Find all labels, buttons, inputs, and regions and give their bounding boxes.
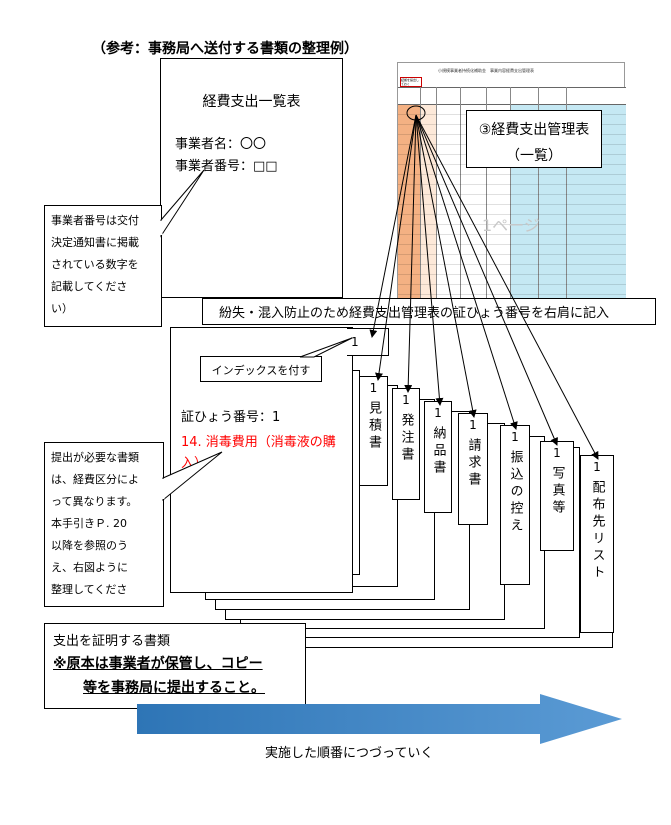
- document-tab-order: 1 発注書: [392, 388, 420, 500]
- callout-line: 記載してくださ: [51, 280, 128, 293]
- tab-label: 写真等: [549, 466, 565, 517]
- proof-line-1: 支出を証明する書類: [53, 634, 171, 649]
- arrow-to-front-doc: [369, 114, 417, 338]
- sheet-header-row: [398, 87, 626, 105]
- page-watermark: 1ページ: [482, 216, 540, 235]
- arrow-to-invoice: [415, 114, 477, 418]
- order-direction-arrow: [137, 694, 622, 744]
- tab-number: 1: [511, 430, 519, 444]
- banner-note: 紛失・混入防止のため経費支出管理表の証ひょう番号を右肩に記入: [202, 298, 656, 325]
- callout-line: 整理してくださ: [51, 583, 128, 596]
- document-tab-distribution-list: 1 配布先リスト: [580, 455, 614, 633]
- callout-pointer-operator: [160, 169, 205, 238]
- callout-line: え、右図ように: [51, 561, 128, 574]
- arrow-to-estimate: [375, 114, 417, 381]
- operator-number: 事業者番号：□□: [175, 159, 278, 174]
- arrow-to-distribution: [415, 114, 599, 460]
- banner-note-text: 紛失・混入防止のため経費支出管理表の証ひょう番号を右肩に記入: [219, 305, 610, 320]
- arrow-to-delivery: [415, 114, 444, 406]
- tab-number: 1: [402, 393, 410, 407]
- callout-line: は、経費区分によ: [51, 473, 139, 486]
- tab-number: 1: [434, 406, 442, 420]
- index-note-pointer: [299, 337, 353, 358]
- callout-line: 提出が必要な書類: [51, 451, 139, 464]
- callout-operator-number: 事業者番号は交付 決定通知書に掲載 されている数字を 記載してくださ い）: [44, 205, 162, 327]
- callout-line: って異なります。: [51, 495, 138, 508]
- sheet-small-note: 証拠を提出しておく: [400, 77, 422, 87]
- front-tab-number: 1: [351, 335, 359, 349]
- arrow-to-transfer: [415, 114, 518, 430]
- tab-label: 発注書: [398, 413, 414, 464]
- document-tab-transfer-receipt: 1 振込の控え: [500, 425, 530, 585]
- callout-line: 本手引きＰ. 20: [51, 517, 127, 530]
- arrow-to-photos: [415, 114, 558, 446]
- management-table-label-line2: （一覧）: [506, 148, 562, 164]
- index-note: インデックスを付す: [200, 356, 322, 382]
- index-note-text: インデックスを付す: [211, 365, 311, 377]
- callout-pointer-required: [162, 451, 223, 502]
- page-title: （参考：事務局へ送付する書類の整理例）: [92, 41, 358, 57]
- expense-summary-sheet: 経費支出一覧表 事業者名：〇〇 事業者番号：□□: [160, 58, 343, 298]
- evidence-number: 証ひょう番号：1: [181, 410, 281, 425]
- proof-line-2: ※原本は事業者が保管し、コピー: [53, 656, 263, 672]
- management-table-label-line1: ③経費支出管理表: [478, 122, 590, 138]
- evidence-arrows: [369, 114, 599, 460]
- tab-number: 1: [369, 381, 378, 395]
- callout-line: い）: [51, 302, 73, 315]
- tab-number: 1: [553, 446, 561, 460]
- document-tab-estimate: 1 見積書: [360, 376, 388, 486]
- proof-line-3: 等を事務局に提出すること。: [83, 680, 265, 696]
- sheet-grid: [398, 87, 626, 301]
- tab-label: 納品書: [430, 426, 446, 477]
- proof-documents-box: 支出を証明する書類 ※原本は事業者が保管し、コピー 等を事務局に提出すること。: [44, 623, 306, 709]
- callout-required-documents: 提出が必要な書類 は、経費区分によ って異なります。 本手引きＰ. 20 以降を…: [44, 442, 164, 607]
- tab-label: 見積書: [366, 401, 381, 452]
- management-table-label: ③経費支出管理表 （一覧）: [466, 110, 602, 168]
- operator-name: 事業者名：〇〇: [175, 137, 267, 152]
- sheet-light-column-1: [420, 105, 436, 301]
- tab-number: 1: [593, 460, 601, 474]
- document-tab-delivery: 1 納品書: [424, 401, 452, 513]
- document-tab-invoice: 1 請求書: [458, 413, 488, 525]
- callout-line: 事業者番号は交付: [51, 214, 139, 227]
- summary-heading: 経費支出一覧表: [202, 94, 301, 110]
- tab-label: 請求書: [465, 438, 481, 489]
- tab-label: 配布先リスト: [589, 480, 605, 582]
- tab-number: 1: [469, 418, 477, 432]
- arrow-to-order: [404, 114, 417, 393]
- sheet-title: 小規模事業者持続化補助金 事業内容経費支出管理表: [438, 68, 534, 73]
- callout-line: されている数字を: [51, 258, 139, 271]
- arrow-caption: 実施した順番につづっていく: [265, 746, 434, 761]
- callout-line: 以降を参照のう: [51, 539, 128, 552]
- tab-label: 振込の控え: [507, 450, 523, 535]
- callout-line: 決定通知書に掲載: [51, 236, 139, 249]
